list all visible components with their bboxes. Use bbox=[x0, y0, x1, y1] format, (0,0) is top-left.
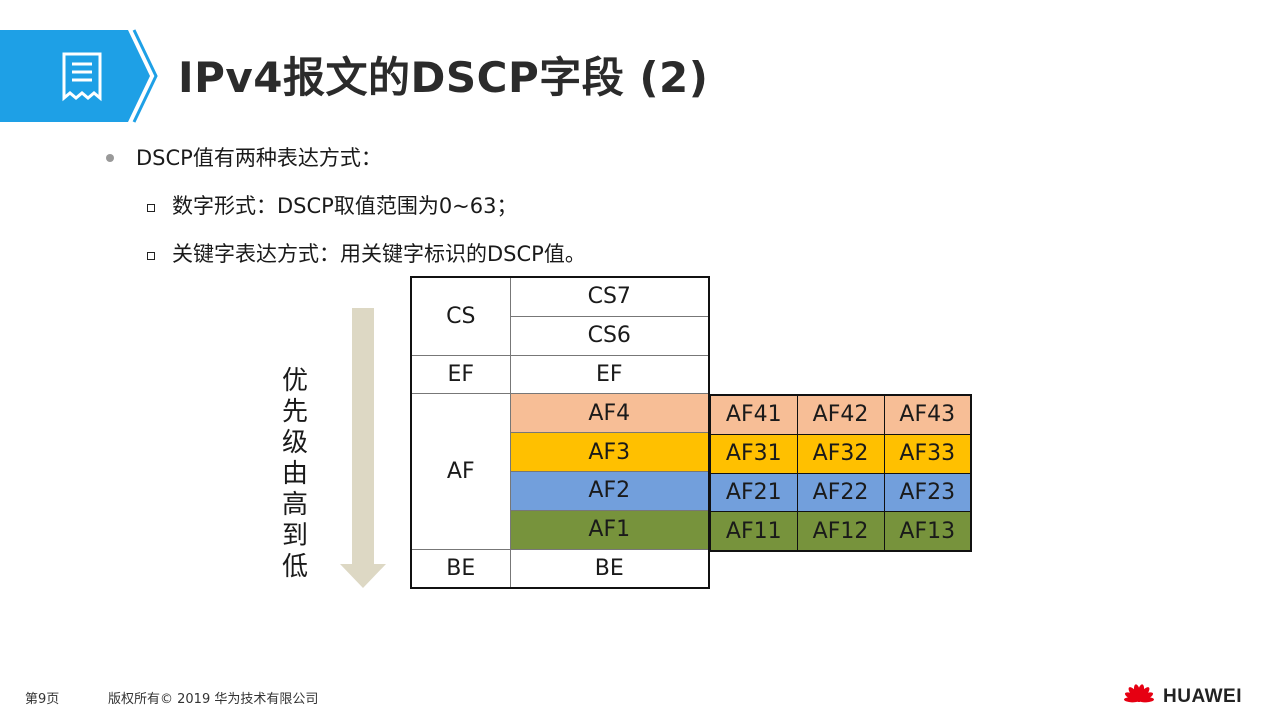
table-row: AF1 bbox=[411, 509, 710, 550]
af-cell: AF43 bbox=[883, 394, 972, 435]
class-cs-cell: CS bbox=[410, 276, 511, 356]
af-cell: AF32 bbox=[796, 433, 885, 474]
dscp-class-table: CS CS7 CS6 EF EF AF AF4 AF3 AF2 AF1 BE B… bbox=[410, 276, 710, 590]
table-row: EF EF bbox=[410, 354, 710, 395]
title-banner bbox=[0, 29, 158, 123]
value-cell: AF3 bbox=[509, 432, 710, 472]
priority-char: 由 bbox=[281, 459, 308, 489]
priority-char: 到 bbox=[281, 521, 308, 551]
af-cell: AF13 bbox=[883, 511, 972, 552]
table-row: AF AF4 bbox=[410, 393, 710, 550]
priority-char: 优 bbox=[281, 366, 308, 396]
value-cell: AF4 bbox=[509, 393, 710, 434]
value-cell: AF2 bbox=[509, 470, 710, 511]
priority-label: 优 先 级 由 高 到 低 bbox=[279, 366, 311, 583]
class-ef-cell: EF bbox=[410, 354, 511, 395]
af-cell: AF21 bbox=[709, 472, 798, 513]
af-cell: AF22 bbox=[796, 472, 885, 513]
af-cell: AF12 bbox=[796, 511, 885, 552]
value-cell: AF1 bbox=[509, 509, 710, 550]
page-number: 第9页 bbox=[25, 692, 60, 707]
document-icon bbox=[62, 52, 102, 102]
sub-bullet-marker bbox=[147, 252, 155, 260]
value-cell: CS7 bbox=[509, 276, 710, 317]
priority-char: 级 bbox=[281, 428, 308, 458]
priority-char: 高 bbox=[281, 490, 308, 520]
down-arrow-icon bbox=[340, 308, 386, 588]
table-row: AF31 AF32 AF33 bbox=[709, 433, 972, 474]
af-cell: AF42 bbox=[796, 394, 885, 435]
af-cell: AF31 bbox=[709, 433, 798, 474]
copyright-text: 版权所有© 2019 华为技术有限公司 bbox=[108, 692, 319, 707]
class-be-cell: BE bbox=[410, 548, 511, 589]
bullet-sub-keyword: 关键字表达方式：用关键字标识的DSCP值。 bbox=[172, 242, 586, 266]
table-row: AF21 AF22 AF23 bbox=[709, 472, 972, 513]
af-cell: AF11 bbox=[709, 511, 798, 552]
bullet-sub-numeric: 数字形式：DSCP取值范围为0~63； bbox=[172, 194, 518, 218]
table-row: BE BE bbox=[410, 548, 710, 589]
af-cell: AF33 bbox=[883, 433, 972, 474]
table-row: AF3 bbox=[411, 432, 710, 472]
af-subclass-table: AF41 AF42 AF43 AF31 AF32 AF33 AF21 AF22 … bbox=[709, 394, 972, 553]
sub-bullet-marker bbox=[147, 204, 155, 212]
priority-char: 低 bbox=[281, 552, 308, 582]
value-cell: BE bbox=[509, 548, 710, 589]
bullet-dot bbox=[106, 154, 114, 162]
af-cell: AF23 bbox=[883, 472, 972, 513]
table-row: AF11 AF12 AF13 bbox=[709, 511, 972, 552]
table-row: AF41 AF42 AF43 bbox=[709, 394, 972, 435]
table-row: CS6 bbox=[411, 315, 710, 356]
value-cell: CS6 bbox=[509, 315, 710, 356]
huawei-flower-logo bbox=[1124, 684, 1154, 703]
table-row: AF2 bbox=[411, 470, 710, 511]
table-row: CS CS7 bbox=[410, 276, 710, 356]
priority-char: 先 bbox=[281, 397, 308, 427]
value-cell: EF bbox=[509, 354, 710, 395]
af-cell: AF41 bbox=[709, 394, 798, 435]
huawei-wordmark: HUAWEI bbox=[1163, 686, 1242, 707]
bullet-main: DSCP值有两种表达方式： bbox=[136, 146, 382, 170]
page-title: IPv4报文的DSCP字段 (2) bbox=[178, 53, 709, 102]
class-af-cell: AF bbox=[410, 393, 511, 550]
